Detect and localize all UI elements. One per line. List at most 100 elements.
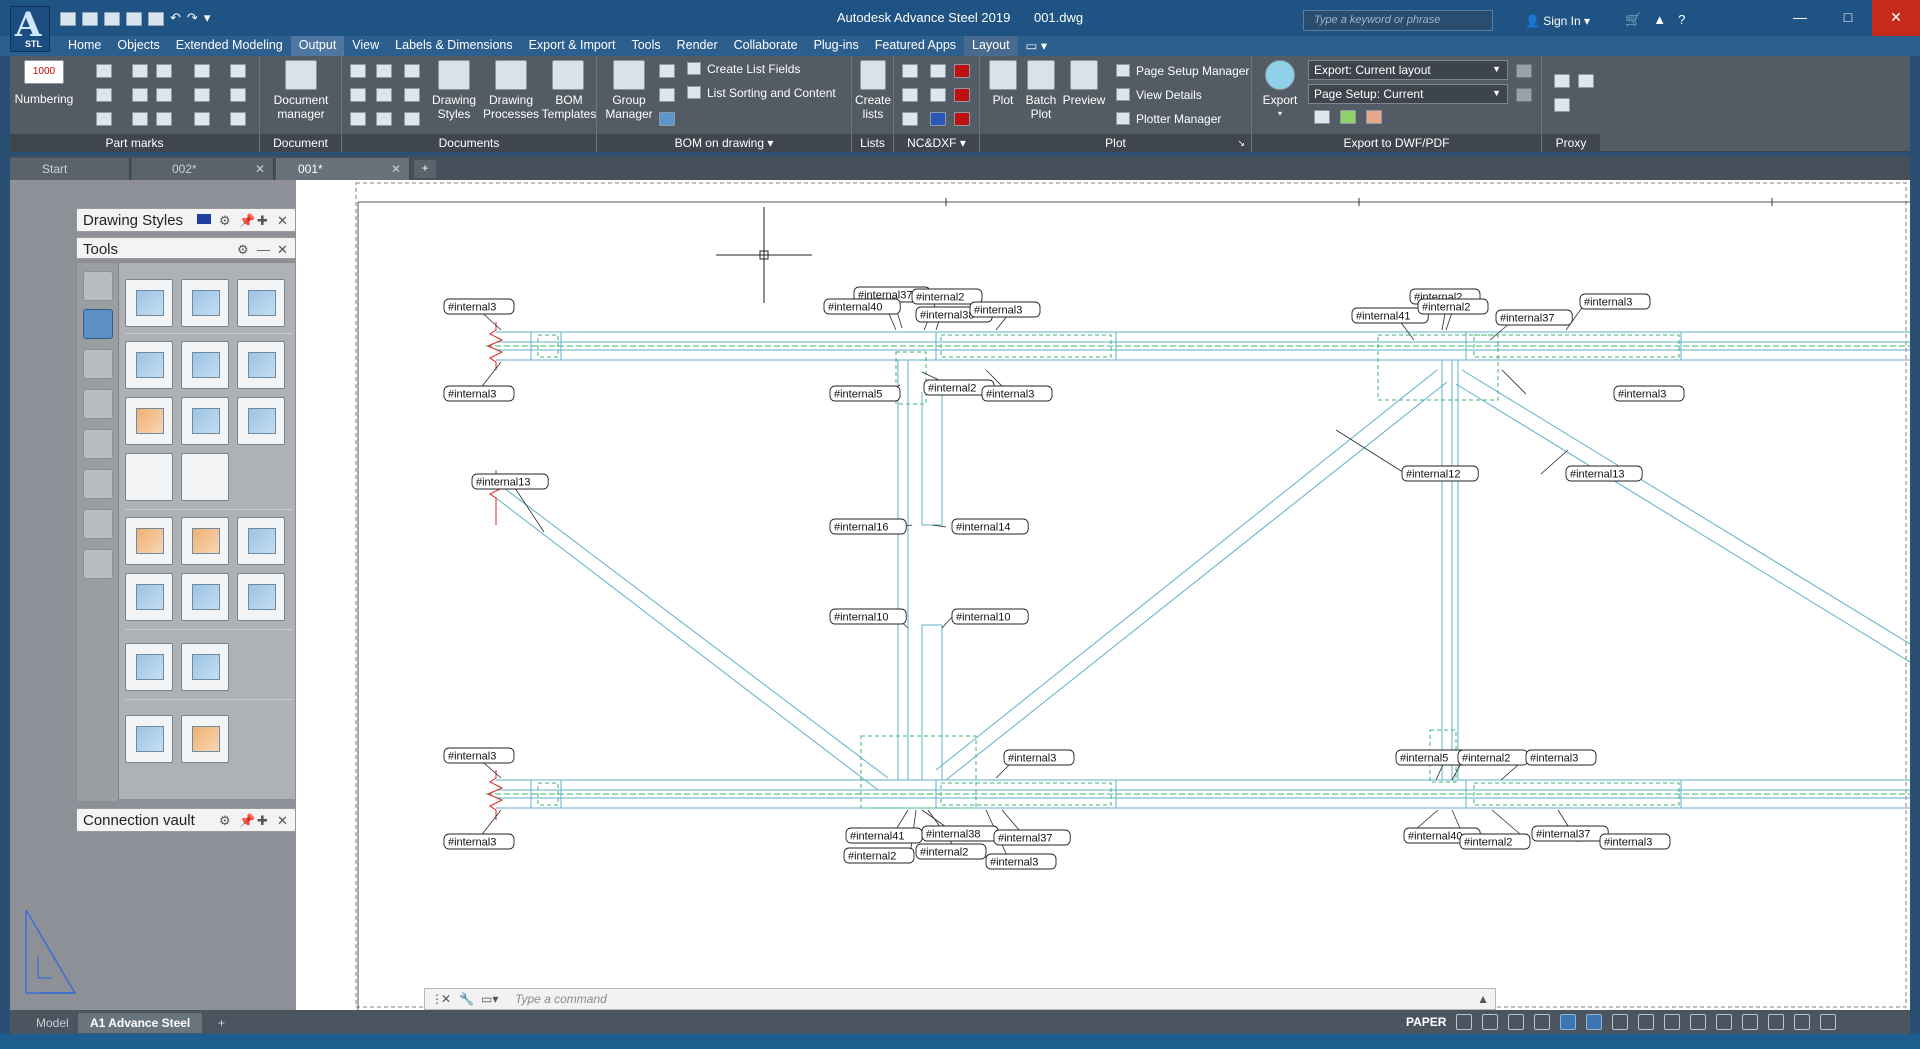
tools-category-dimension-icon[interactable] — [83, 389, 113, 419]
export-tool-5-icon[interactable] — [1516, 88, 1532, 102]
export-tool-2-icon[interactable] — [1340, 110, 1356, 124]
bom-tool-1-icon[interactable] — [659, 64, 675, 78]
tool-box-icon[interactable] — [237, 341, 285, 389]
part-mark-label[interactable]: #internal13 — [1565, 465, 1643, 482]
part-mark-tool-4-icon[interactable] — [132, 64, 148, 78]
part-mark-label[interactable]: #internal16 — [829, 518, 907, 535]
tab-view[interactable]: View — [352, 38, 380, 52]
document-tool-9-icon[interactable] — [404, 112, 420, 126]
command-line-grip-icon[interactable]: ⋮ — [431, 992, 443, 1006]
tool-rotate-icon[interactable] — [181, 341, 229, 389]
open-file-icon[interactable] — [82, 12, 98, 26]
group-manager-button[interactable]: Group Manager — [601, 60, 657, 121]
layout-tab-model[interactable]: Model — [36, 1016, 69, 1030]
tool-connection-4-icon[interactable] — [125, 573, 173, 621]
part-mark-label[interactable]: #internal37 — [993, 829, 1071, 846]
paper-space-canvas[interactable]: #internal3 #internal3 #internal13 #internal… — [296, 180, 1910, 1010]
bom-tool-2-icon[interactable] — [659, 88, 675, 102]
tools-category-profile-icon[interactable] — [83, 509, 113, 539]
isolate-objects-icon[interactable] — [1742, 1014, 1759, 1030]
part-mark-label[interactable]: #internal2 — [1459, 833, 1531, 850]
pin-icon[interactable]: 📌 — [239, 213, 256, 228]
tool-connection-3-icon[interactable] — [237, 517, 285, 565]
part-mark-label[interactable]: #internal2 — [1417, 298, 1489, 315]
part-mark-label[interactable]: #internal3 — [981, 385, 1053, 402]
tools-category-user-icon[interactable] — [83, 349, 113, 379]
annotation-scale-icon[interactable] — [1612, 1014, 1629, 1030]
drawing-styles-button[interactable]: Drawing Styles — [428, 60, 480, 121]
tab-featured-apps[interactable]: Featured Apps — [874, 38, 957, 52]
tools-palette-header[interactable]: Tools ⚙ — ✕ — [76, 237, 296, 259]
dxf-tool-icon[interactable] — [902, 88, 918, 102]
part-mark-label[interactable]: #internal14 — [951, 518, 1029, 535]
part-mark-tool-2-icon[interactable] — [96, 88, 112, 102]
hardware-acceleration-icon[interactable] — [1768, 1014, 1785, 1030]
part-mark-label[interactable]: #internal37 — [1531, 825, 1609, 842]
page-setup-manager-button[interactable]: Page Setup Manager — [1116, 64, 1249, 78]
sign-in-button[interactable]: 👤 Sign In ▾ — [1525, 14, 1591, 28]
tool-ibeam-icon[interactable] — [237, 397, 285, 445]
tab-output[interactable]: Output — [290, 36, 345, 56]
search-input[interactable]: Type a keyword or phrase — [1303, 10, 1493, 31]
doc-tab-001[interactable]: 001*✕ — [276, 158, 410, 180]
autodesk-exchange-icon[interactable]: ▲ — [1653, 12, 1667, 27]
gear-icon[interactable]: ⚙ — [237, 242, 249, 257]
undo-icon[interactable]: ↶ — [170, 10, 181, 25]
part-mark-label[interactable]: #internal41 — [1351, 307, 1429, 324]
proxy-tool-2-icon[interactable] — [1578, 74, 1594, 88]
document-tool-4-icon[interactable] — [376, 64, 392, 78]
workspace-switch-icon[interactable] — [1664, 1014, 1681, 1030]
part-mark-label[interactable]: #internal40 — [823, 298, 901, 315]
part-mark-tool-9-icon[interactable] — [156, 112, 172, 126]
tab-home[interactable]: Home — [68, 38, 102, 52]
nc-tool-4-icon[interactable] — [930, 64, 946, 78]
part-mark-tool-5-icon[interactable] — [132, 88, 148, 102]
redo-icon[interactable]: ↷ — [186, 10, 198, 25]
part-mark-tool-3-icon[interactable] — [96, 112, 112, 126]
export-button[interactable]: Export ▾ — [1258, 60, 1302, 121]
tool-section-icon[interactable] — [125, 397, 173, 445]
part-mark-label[interactable]: #internal2 — [1457, 749, 1529, 766]
connection-vault-palette-header[interactable]: Connection vault ⚙ 📌 ✚ ✕ — [76, 808, 296, 832]
close-icon[interactable]: ✕ — [277, 242, 288, 257]
export-tool-1-icon[interactable] — [1314, 110, 1330, 124]
command-history-icon[interactable]: ▲ — [1477, 992, 1489, 1006]
part-mark-label[interactable]: #internal2 — [843, 847, 915, 864]
minimize-icon[interactable]: — — [257, 242, 270, 257]
document-tool-7-icon[interactable] — [404, 64, 420, 78]
part-mark-label[interactable]: #internal12 — [1401, 465, 1479, 482]
bom-templates-button[interactable]: BOM Templates — [540, 60, 596, 121]
part-mark-tool-15-icon[interactable] — [230, 112, 246, 126]
part-mark-tool-10-icon[interactable] — [194, 64, 210, 78]
tools-category-pencil-icon[interactable] — [83, 271, 113, 301]
maximize-button[interactable]: □ — [1843, 9, 1853, 25]
minimize-button[interactable]: — — [1793, 9, 1807, 25]
part-mark-label[interactable]: #internal10 — [829, 608, 907, 625]
tool-update-icon[interactable] — [181, 279, 229, 327]
cart-icon[interactable]: 🛒 — [1625, 12, 1642, 27]
tab-plug-ins[interactable]: Plug-ins — [813, 38, 859, 52]
create-list-fields-button[interactable]: Create List Fields — [687, 62, 800, 76]
close-icon[interactable]: ✕ — [254, 162, 265, 176]
clean-screen-icon[interactable] — [1794, 1014, 1811, 1030]
numbering-button[interactable]: 1000 Numbering — [14, 60, 74, 106]
save-icon[interactable] — [104, 12, 120, 26]
part-mark-label[interactable]: #internal38 — [921, 825, 999, 842]
tool-connection-2-icon[interactable] — [181, 517, 229, 565]
command-prompt-icon[interactable]: ▭▾ — [481, 992, 499, 1006]
print-icon[interactable] — [148, 12, 164, 26]
tool-circle-arrow-icon[interactable] — [237, 279, 285, 327]
export-layout-dropdown[interactable]: Export: Current layout▼ — [1308, 60, 1508, 80]
paper-space-toggle[interactable]: PAPER — [1406, 1015, 1447, 1029]
part-mark-label[interactable]: #internal3 — [1599, 833, 1671, 850]
part-mark-label[interactable]: #internal10 — [951, 608, 1029, 625]
annotation-visibility-icon[interactable] — [1638, 1014, 1655, 1030]
nc-tool-3-icon[interactable] — [902, 112, 918, 126]
close-icon[interactable]: ✕ — [441, 992, 452, 1006]
part-mark-tool-14-icon[interactable] — [230, 88, 246, 102]
part-mark-label[interactable]: #internal5 — [829, 385, 901, 402]
layout-tab-a1-advance-steel[interactable]: A1 Advance Steel — [78, 1013, 203, 1033]
nc-tool-6-icon[interactable] — [930, 112, 946, 126]
plus-icon[interactable] — [1716, 1014, 1733, 1030]
tab-export-import[interactable]: Export & Import — [528, 38, 616, 52]
